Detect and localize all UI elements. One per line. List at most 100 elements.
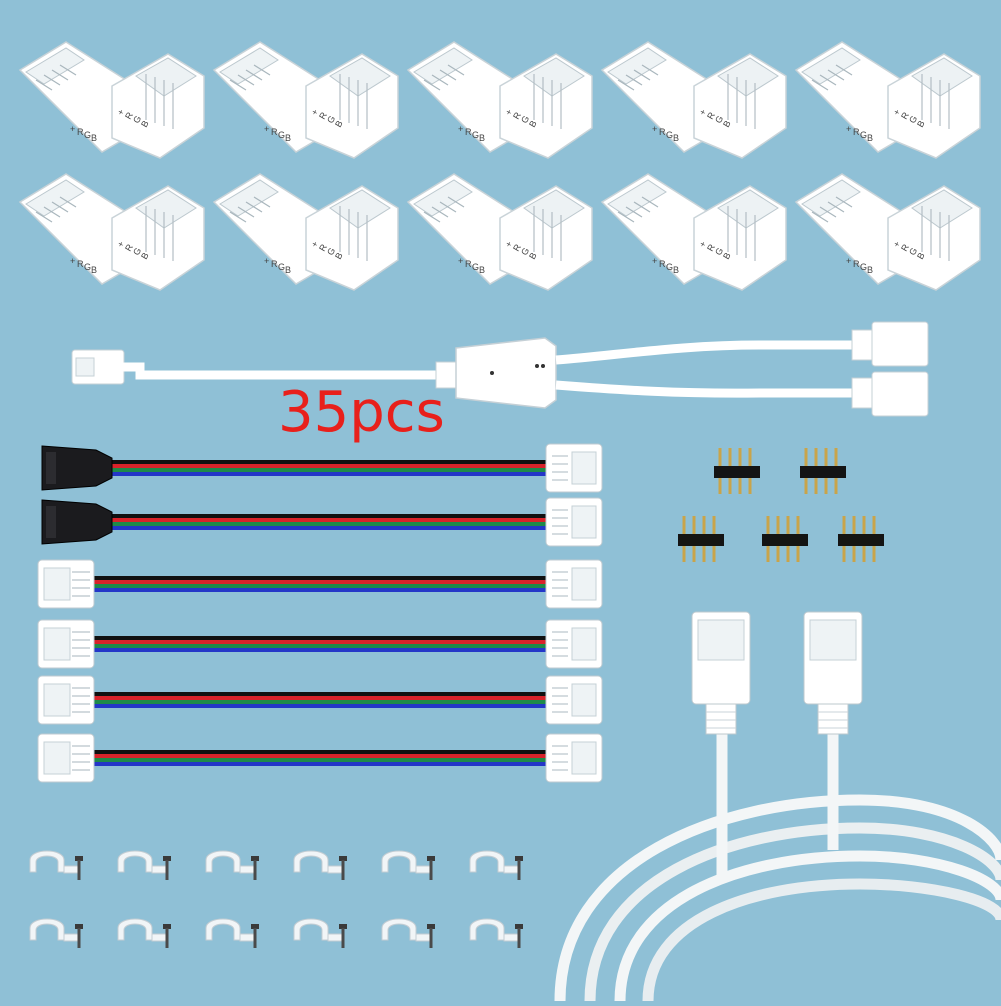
clip-body (117, 918, 153, 941)
screw-head (75, 856, 83, 861)
pin-mark-label: R (317, 242, 329, 253)
clip-body (29, 850, 65, 873)
pin-mark-label: B (673, 265, 679, 275)
pin-mark-label: R (465, 259, 472, 269)
pin-mark-label: B (479, 265, 485, 275)
pin-mark-label: + (697, 107, 708, 117)
pin-mark-label: G (860, 130, 867, 140)
pin-header-body (762, 534, 808, 546)
pin-mark-label: B (867, 265, 873, 275)
pin-header-body (678, 534, 724, 546)
screw-head (251, 924, 259, 929)
mounting-clip (469, 918, 523, 948)
mounting-clip (117, 850, 171, 880)
screw-head (339, 924, 347, 929)
pin-header-group (678, 448, 884, 562)
female-connector (871, 371, 929, 417)
pin-mark-label: + (652, 124, 657, 134)
pin-mark-label: + (697, 239, 708, 249)
cable (555, 340, 858, 365)
pin-mark-label: G (666, 262, 673, 272)
quantity-label: 35pcs (278, 380, 445, 445)
pigtail-cable-group (37, 443, 603, 783)
pigtail-cable (37, 733, 603, 783)
pin-mark-label: R (123, 110, 135, 121)
pin-mark-label: G (666, 130, 673, 140)
pin-header-body (714, 466, 760, 478)
clip-body (381, 918, 417, 941)
female-connector (803, 611, 863, 735)
pigtail-cable (37, 619, 603, 669)
strain-relief (705, 703, 737, 735)
pin-mark-label: B (915, 251, 927, 261)
clip-body (205, 918, 241, 941)
clip-body (117, 850, 153, 873)
sleeve (851, 329, 873, 361)
pin-mark-label: G (84, 262, 91, 272)
mounting-clip (205, 850, 259, 880)
pin-mark-label: R (853, 127, 860, 137)
pin-mark-label: + (70, 124, 75, 134)
pin-mark-label: B (333, 119, 345, 129)
pin-mark-label: B (527, 119, 539, 129)
pin-mark-label: + (846, 256, 851, 266)
pin-mark-label: B (285, 265, 291, 275)
splitter-hub (455, 337, 557, 409)
pin-header (838, 516, 884, 562)
screw-head (163, 856, 171, 861)
clip-body (29, 918, 65, 941)
pin-mark-label: R (659, 259, 666, 269)
mounting-clip (117, 918, 171, 948)
pin-mark-label: + (503, 239, 514, 249)
pin-mark-label: G (131, 114, 143, 125)
pin-mark-label: B (91, 133, 97, 143)
mounting-clip (381, 850, 435, 880)
pin-header (762, 516, 808, 562)
pin-mark-label: B (333, 251, 345, 261)
screw-head (515, 856, 523, 861)
pin-mark-label: B (867, 133, 873, 143)
mounting-clip (29, 918, 83, 948)
pin-mark-label: R (77, 259, 84, 269)
pin-mark-label: B (479, 133, 485, 143)
pin-mark-label: + (309, 239, 320, 249)
pin-mark-label: R (705, 110, 717, 121)
pin-mark-label: R (317, 110, 329, 121)
pin-mark-label: G (713, 114, 725, 125)
screw-head (75, 924, 83, 929)
pin-mark-label: R (77, 127, 84, 137)
pin-mark-label: + (264, 256, 269, 266)
pin-mark-label: R (899, 242, 911, 253)
pin-mark-label: G (131, 246, 143, 257)
pin-mark-label: G (519, 114, 531, 125)
screw-head (163, 924, 171, 929)
pin-mark-label: B (285, 133, 291, 143)
pin-header-body (800, 466, 846, 478)
pin-mark-label: R (899, 110, 911, 121)
female-plug-black (41, 445, 113, 491)
pin-mark-label: B (139, 251, 151, 261)
pin-mark-label: + (70, 256, 75, 266)
pin-header (714, 448, 760, 494)
pin-mark-label: + (846, 124, 851, 134)
cable-coil (584, 822, 1001, 1002)
mounting-clip (293, 850, 347, 880)
pin-mark-label: R (123, 242, 135, 253)
pigtail-cable (41, 497, 603, 547)
pin-mark-label: G (278, 262, 285, 272)
screw-head (251, 856, 259, 861)
mounting-clip (381, 918, 435, 948)
pin-header-body (838, 534, 884, 546)
pigtail-cable (37, 559, 603, 609)
clip-body (205, 850, 241, 873)
pin-header (678, 516, 724, 562)
sleeve (851, 377, 873, 409)
pin-mark-label: + (115, 239, 126, 249)
pin-mark-label: R (511, 110, 523, 121)
